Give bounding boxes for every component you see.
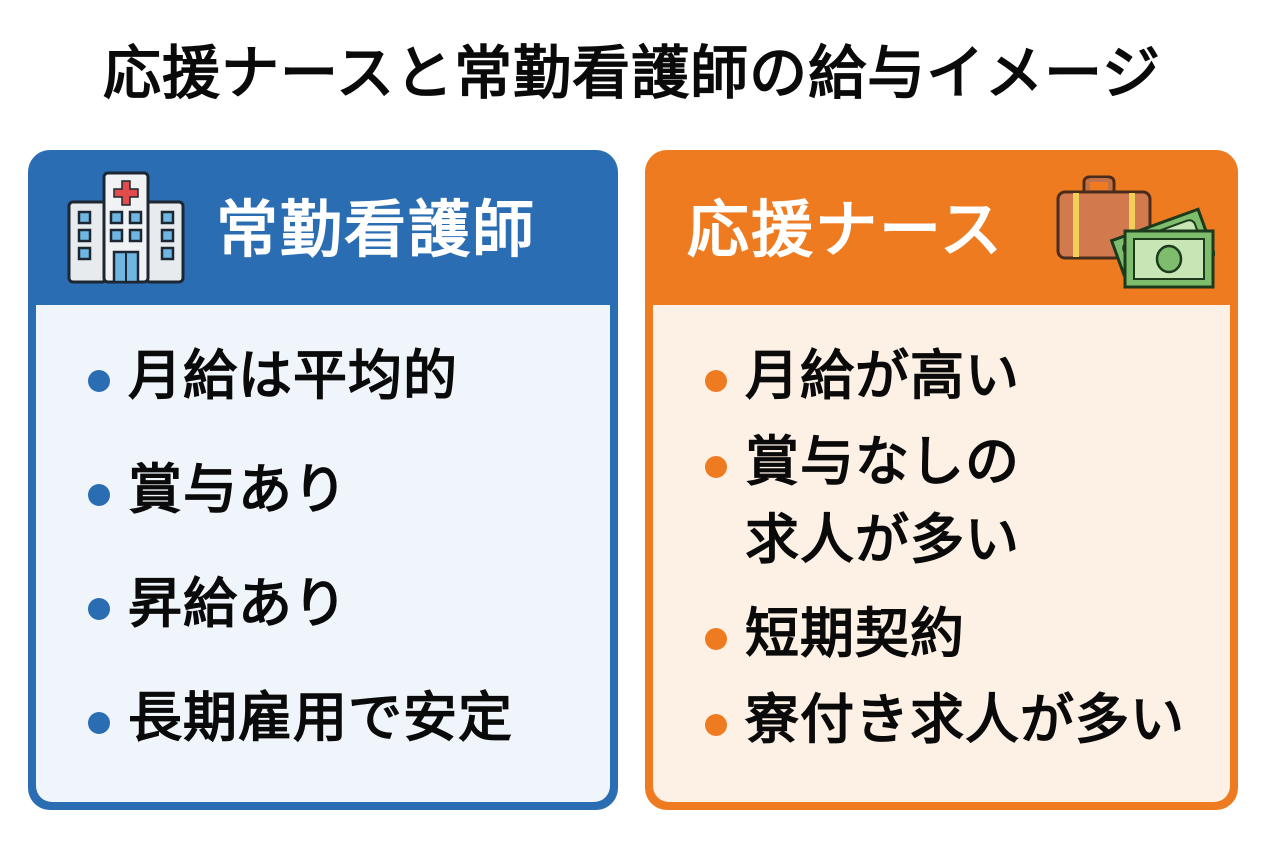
card-body: 月給は平均的 賞与あり 昇給あり 長期雇用で安定 (36, 305, 610, 802)
item-text: 賞与なしの 求人が多い (745, 430, 1020, 571)
bullet-dot-icon (705, 628, 727, 650)
fulltime-nurse-card: 常勤看護師 月給は平均的 賞与あり 昇給あり 長期雇用で安定 (28, 150, 618, 810)
bullet-dot-icon (88, 370, 110, 392)
item-text: 月給は平均的 (128, 344, 458, 407)
card-title: 応援ナース (687, 193, 1004, 266)
bullet-dot-icon (705, 456, 727, 478)
item-text: 寮付き求人が多い (745, 688, 1185, 751)
item-text: 短期契約 (745, 602, 965, 665)
bullet-dot-icon (705, 714, 727, 736)
card-title: 常勤看護師 (216, 193, 537, 266)
card-body: 月給が高い 賞与なしの 求人が多い 短期契約 寮付き求人が多い (653, 305, 1230, 802)
hospital-icon (66, 170, 186, 286)
bullet-dot-icon (705, 370, 727, 392)
support-nurse-card: 応援ナース (645, 150, 1238, 810)
item-text: 月給が高い (745, 344, 1020, 407)
bullet-dot-icon (88, 484, 110, 506)
item-text: 昇給あり (128, 572, 348, 635)
card-header: 応援ナース (645, 150, 1238, 305)
bullet-dot-icon (88, 712, 110, 734)
item-text: 長期雇用で安定 (128, 686, 513, 749)
bullet-dot-icon (88, 598, 110, 620)
suitcase-money-icon (1050, 175, 1217, 290)
card-header: 常勤看護師 (28, 150, 618, 305)
page-title: 応援ナースと常勤看護師の給与イメージ (103, 39, 1161, 107)
item-text: 賞与あり (128, 458, 348, 521)
